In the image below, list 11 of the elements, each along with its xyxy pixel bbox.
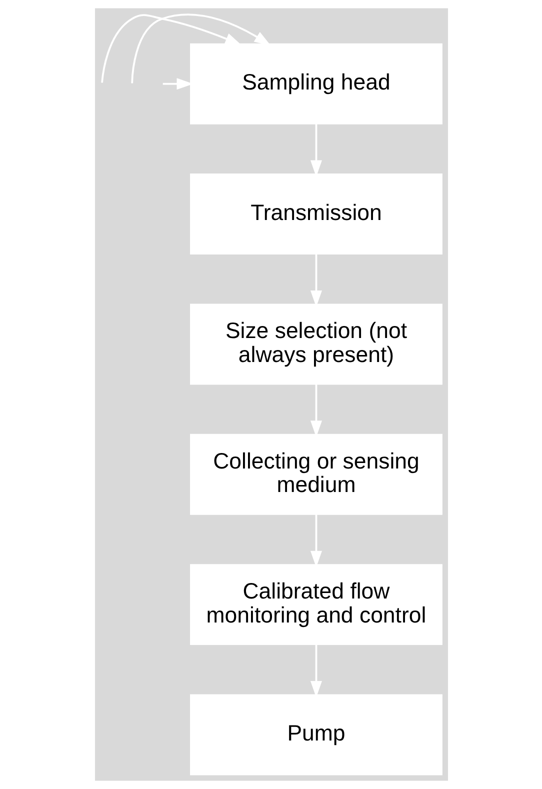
- node-box: Collecting or sensing medium: [190, 434, 442, 515]
- arrow: [162, 78, 193, 90]
- node-box: Pump: [190, 694, 442, 776]
- node-box: Sampling head: [190, 43, 442, 124]
- arrow: [130, 14, 270, 84]
- arrow: [310, 514, 322, 568]
- arrow: [100, 14, 242, 83]
- node-box: Transmission: [190, 174, 442, 255]
- node-box: Size selection (not always present): [190, 304, 442, 385]
- arrow: [310, 254, 322, 307]
- node-box: Calibrated flow monitoring and control: [190, 564, 442, 646]
